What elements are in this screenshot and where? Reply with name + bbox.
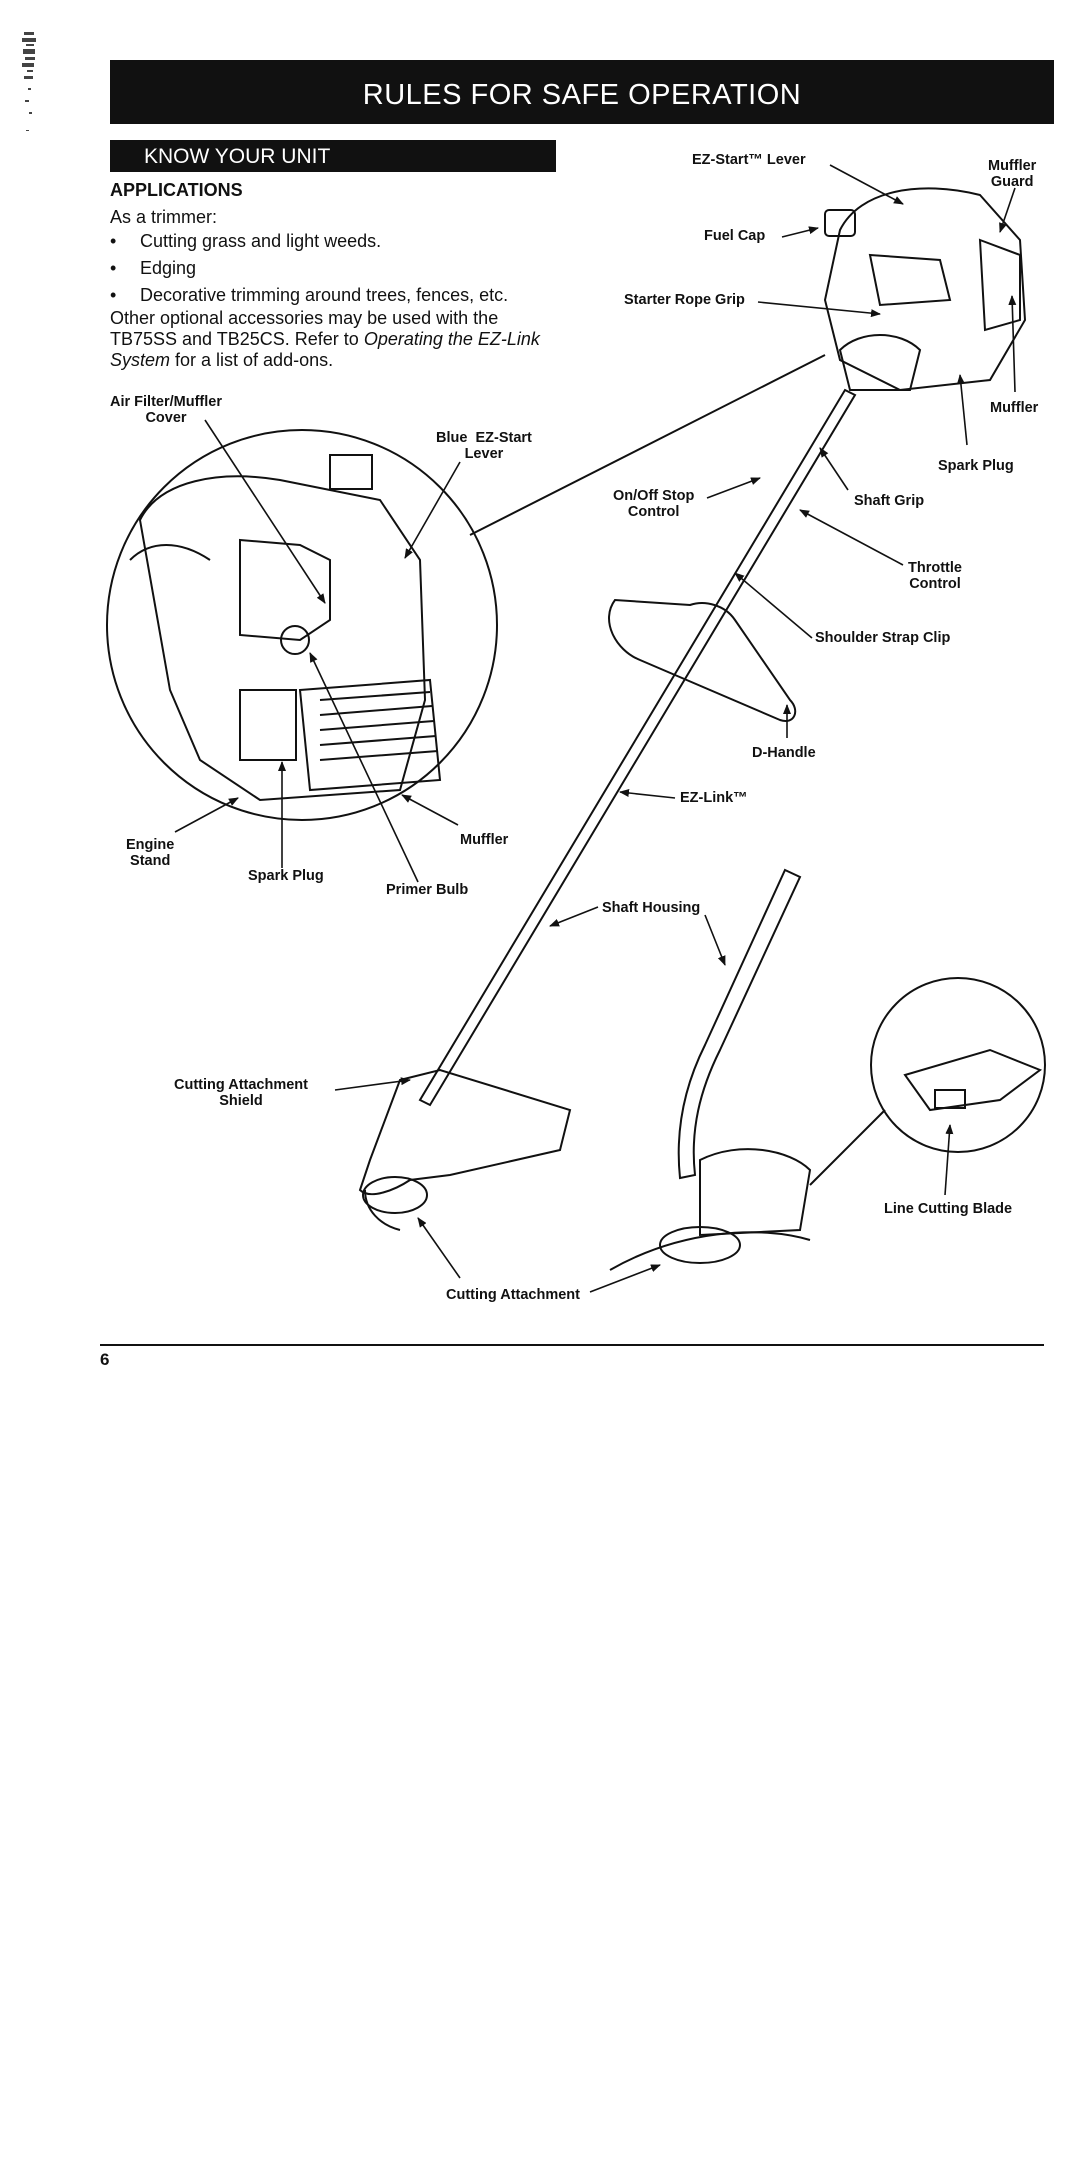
list-item: Decorative trimming around trees, fences… bbox=[110, 282, 508, 309]
accessories-note: Other optional accessories may be used w… bbox=[110, 308, 560, 371]
list-item: Edging bbox=[110, 255, 508, 282]
label-muffler-guard: Muffler Guard bbox=[988, 158, 1037, 190]
label-on-off-stop-control: On/Off Stop Control bbox=[613, 488, 695, 520]
label-shoulder-strap-clip: Shoulder Strap Clip bbox=[815, 630, 951, 646]
label-spark-plug: Spark Plug bbox=[938, 458, 1014, 474]
inset-connector-line bbox=[469, 354, 826, 536]
applications-heading: APPLICATIONS bbox=[110, 180, 243, 200]
shaft bbox=[418, 388, 857, 1107]
section-title: KNOW YOUR UNIT bbox=[144, 145, 331, 168]
note-text-italic: Operating the EZ-Link System bbox=[110, 329, 540, 370]
leader-engine-stand bbox=[174, 797, 239, 833]
label-engine-stand: Engine Stand bbox=[126, 837, 175, 869]
label-fuel-cap: Fuel Cap bbox=[704, 228, 766, 244]
leader-starter-rope bbox=[757, 301, 881, 318]
label-line-cutting-blade: Line Cutting Blade bbox=[884, 1201, 1013, 1217]
note-text-start: Other optional accessories may be used w… bbox=[110, 308, 499, 349]
label-spark-plug-inset: Spark Plug bbox=[248, 868, 324, 884]
leader-shaft-grip bbox=[819, 447, 849, 491]
leader-shaft-housing bbox=[549, 906, 599, 927]
leader-ez-start bbox=[829, 164, 904, 205]
page-number: 6 bbox=[100, 1350, 110, 1369]
label-throttle-control: Throttle Control bbox=[908, 560, 962, 592]
label-ez-start-lever: EZ-Start™ Lever bbox=[692, 152, 806, 168]
label-primer-bulb: Primer Bulb bbox=[386, 882, 469, 898]
cutting-head-drawing bbox=[358, 1068, 572, 1196]
label-shaft-grip: Shaft Grip bbox=[854, 493, 925, 509]
list-item: Cutting grass and light weeds. bbox=[110, 228, 508, 255]
label-muffler: Muffler bbox=[990, 400, 1039, 416]
leader-ez-link bbox=[619, 788, 676, 799]
leader-cutting-attachment bbox=[589, 1264, 661, 1293]
engine-drawing bbox=[823, 187, 1027, 392]
leader-cutting-attachment-2 bbox=[417, 1217, 461, 1279]
leader-muffler-top bbox=[1008, 295, 1017, 393]
leader-air-filter bbox=[204, 419, 326, 604]
label-cutting-attachment: Cutting Attachment bbox=[446, 1287, 580, 1303]
blade-inset-circle bbox=[870, 977, 1046, 1153]
leader-blue-ez-start bbox=[404, 461, 461, 559]
d-handle-drawing bbox=[608, 598, 797, 722]
trimmer-illustration bbox=[106, 164, 1046, 1293]
leader-throttle bbox=[799, 509, 904, 566]
note-text-end: for a list of add-ons. bbox=[170, 350, 334, 370]
leader-muffler-inset bbox=[401, 794, 459, 826]
label-starter-rope-grip: Starter Rope Grip bbox=[624, 292, 745, 308]
leader-shield bbox=[334, 1077, 411, 1091]
scan-artifact bbox=[22, 32, 36, 131]
shaft-housing-drawing bbox=[677, 868, 802, 1180]
label-d-handle: D-Handle bbox=[752, 745, 816, 761]
leader-shaft-housing-2 bbox=[704, 914, 726, 966]
label-cutting-attachment-shield: Cutting Attachment Shield bbox=[174, 1077, 308, 1109]
leader-fuel-cap bbox=[781, 226, 819, 238]
leader-primer-bulb bbox=[309, 652, 419, 883]
leader-shoulder-strap bbox=[734, 572, 813, 639]
page-title: RULES FOR SAFE OPERATION bbox=[362, 79, 802, 111]
engine-inset-circle bbox=[106, 429, 498, 821]
section-title-banner: KNOW YOUR UNIT bbox=[110, 140, 556, 172]
leader-on-off bbox=[706, 477, 761, 499]
label-blue-ez-start-lever: Blue EZ-Start Lever bbox=[436, 430, 532, 462]
label-air-filter-muffler-cover: Air Filter/Muffler Cover bbox=[110, 394, 222, 426]
inset-engine-drawing bbox=[129, 454, 442, 802]
applications-intro: As a trimmer: bbox=[110, 207, 218, 227]
leader-muffler-guard bbox=[999, 187, 1016, 233]
leader-spark-plug-top bbox=[956, 374, 968, 446]
label-muffler-inset: Muffler bbox=[460, 832, 509, 848]
label-ez-link: EZ-Link™ bbox=[680, 790, 748, 806]
label-shaft-housing: Shaft Housing bbox=[602, 900, 701, 916]
applications-list: Cutting grass and light weeds. Edging De… bbox=[110, 228, 508, 309]
leader-line-blade bbox=[944, 1124, 954, 1196]
page-title-banner: RULES FOR SAFE OPERATION bbox=[110, 60, 1054, 124]
footer-rule bbox=[100, 1344, 1044, 1346]
